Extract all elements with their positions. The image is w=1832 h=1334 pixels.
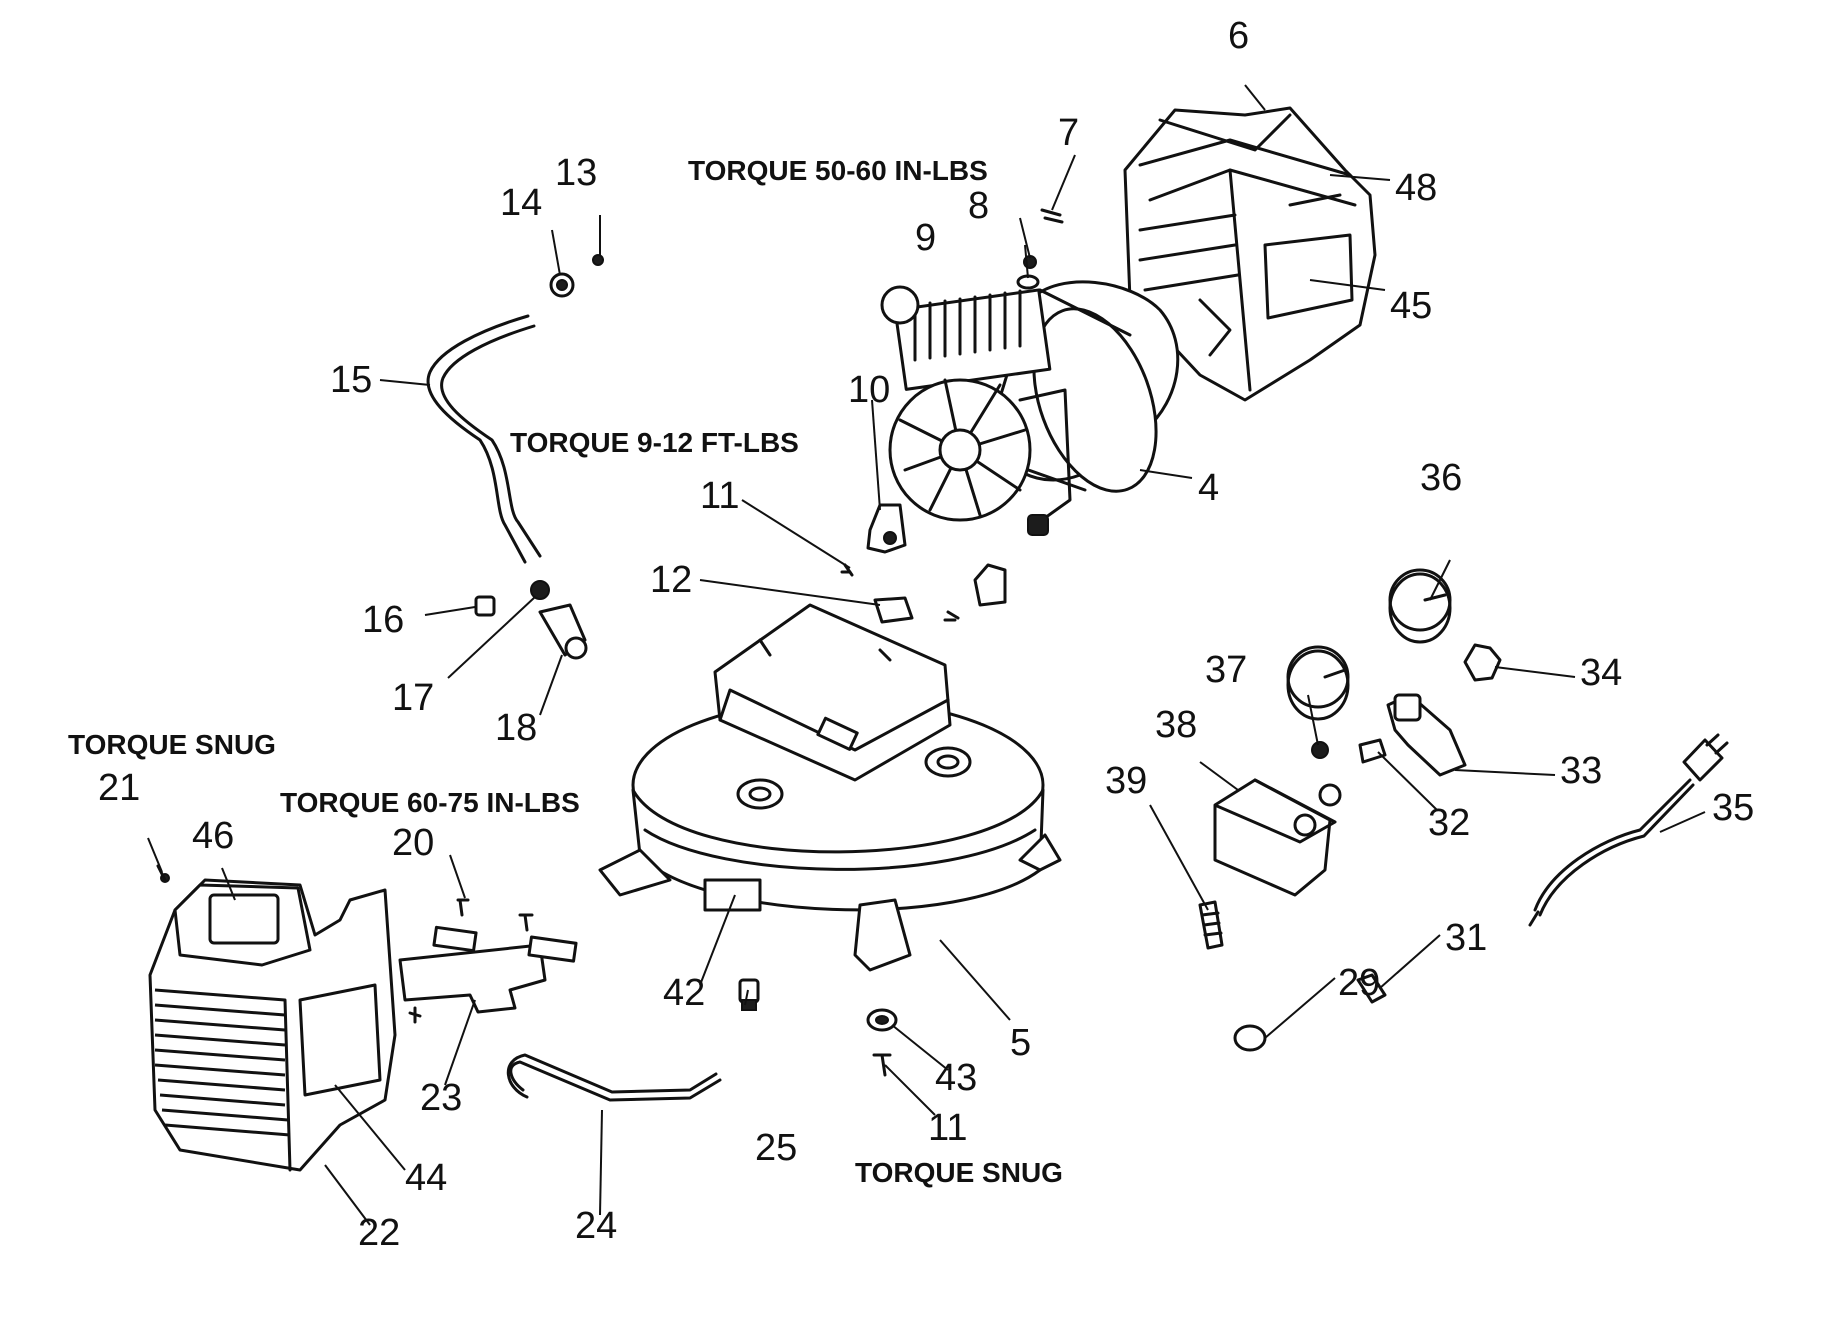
label-11-lower: 11 bbox=[928, 1107, 967, 1149]
motor-pump-assembly-part bbox=[880, 280, 1180, 536]
label-32: 32 bbox=[1428, 802, 1470, 844]
label-15: 15 bbox=[330, 359, 372, 401]
label-25: 25 bbox=[755, 1127, 797, 1169]
pump-mounts-parts bbox=[840, 503, 1007, 624]
mounting-bracket-part bbox=[398, 898, 578, 1024]
label-34: 34 bbox=[1580, 652, 1622, 694]
label-11-upper: 11 bbox=[700, 475, 739, 517]
label-23: 23 bbox=[420, 1077, 462, 1119]
label-46: 46 bbox=[192, 815, 234, 857]
rear-shroud-part bbox=[1123, 106, 1377, 402]
label-33: 33 bbox=[1560, 750, 1602, 792]
label-16: 16 bbox=[362, 599, 404, 641]
regulator-gauge-parts bbox=[1198, 568, 1502, 1052]
label-13: 13 bbox=[555, 152, 597, 194]
part-number-labels: 6 7 8 9 48 45 4 10 11 12 13 14 15 16 17 … bbox=[98, 15, 1754, 1254]
note-torque-snug-bottom: TORQUE SNUG bbox=[855, 1157, 1063, 1188]
check-valve-fittings-parts bbox=[474, 580, 588, 660]
label-12: 12 bbox=[650, 559, 692, 601]
label-7: 7 bbox=[1058, 112, 1079, 154]
label-36: 36 bbox=[1420, 457, 1462, 499]
label-5: 5 bbox=[1010, 1022, 1031, 1064]
label-48: 48 bbox=[1395, 167, 1437, 209]
drain-rod-part bbox=[506, 1053, 722, 1102]
label-42: 42 bbox=[663, 972, 705, 1014]
label-37: 37 bbox=[1205, 649, 1247, 691]
outlet-tube-part bbox=[426, 314, 542, 564]
label-22: 22 bbox=[358, 1212, 400, 1254]
front-shroud-part bbox=[148, 864, 397, 1172]
label-18: 18 bbox=[495, 707, 537, 749]
label-39: 39 bbox=[1105, 760, 1147, 802]
note-torque-50-60: TORQUE 50-60 IN-LBS bbox=[688, 155, 988, 186]
note-torque-60-75: TORQUE 60-75 IN-LBS bbox=[280, 787, 580, 818]
label-29: 29 bbox=[1338, 962, 1380, 1004]
label-10: 10 bbox=[848, 369, 890, 411]
label-21: 21 bbox=[98, 767, 140, 809]
label-17: 17 bbox=[392, 677, 434, 719]
label-38: 38 bbox=[1155, 704, 1197, 746]
note-torque-9-12: TORQUE 9-12 FT-LBS bbox=[510, 427, 799, 458]
label-43: 43 bbox=[935, 1057, 977, 1099]
label-24: 24 bbox=[575, 1205, 617, 1247]
label-4: 4 bbox=[1198, 467, 1219, 509]
torque-notes: TORQUE 50-60 IN-LBS TORQUE 9-12 FT-LBS T… bbox=[68, 155, 1063, 1188]
label-14: 14 bbox=[500, 182, 542, 224]
power-cord-part bbox=[1528, 733, 1729, 927]
label-20: 20 bbox=[392, 822, 434, 864]
label-44: 44 bbox=[405, 1157, 447, 1199]
drain-valve-parts bbox=[738, 978, 898, 1077]
label-35: 35 bbox=[1712, 787, 1754, 829]
label-6: 6 bbox=[1228, 15, 1249, 57]
note-torque-snug-top: TORQUE SNUG bbox=[68, 729, 276, 760]
label-9: 9 bbox=[915, 217, 936, 259]
label-8: 8 bbox=[968, 185, 989, 227]
leader-lines bbox=[147, 84, 1706, 1226]
air-tank-part bbox=[598, 603, 1062, 972]
label-45: 45 bbox=[1390, 285, 1432, 327]
label-31: 31 bbox=[1445, 917, 1487, 959]
